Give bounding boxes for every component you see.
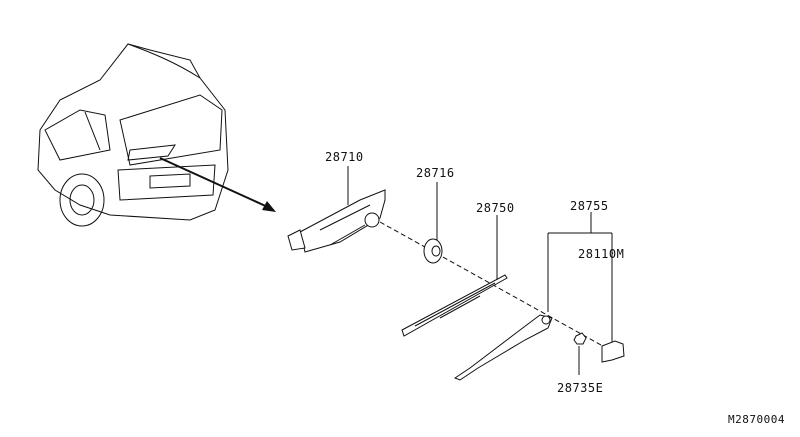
leader-lines — [347, 166, 613, 375]
grommet-drawing — [423, 238, 443, 264]
axis-line — [379, 221, 611, 351]
figure-code: M2870004 — [728, 413, 785, 426]
part-label-28750: 28750 — [476, 201, 515, 215]
pointer-arrow — [159, 157, 276, 212]
part-label-28716: 28716 — [416, 166, 455, 180]
part-label-28755: 28755 — [570, 199, 609, 213]
part-label-28735e: 28735E — [557, 381, 604, 395]
wiper-arm-drawing — [453, 314, 553, 381]
cap-drawing — [601, 340, 625, 363]
nut-drawing — [573, 332, 587, 345]
part-label-28110m: 28110M — [578, 247, 625, 261]
part-label-28710: 28710 — [325, 150, 364, 164]
wiper-motor-drawing — [287, 189, 386, 253]
wiper-blade-drawing — [401, 274, 508, 337]
vehicle-illustration — [37, 43, 229, 227]
